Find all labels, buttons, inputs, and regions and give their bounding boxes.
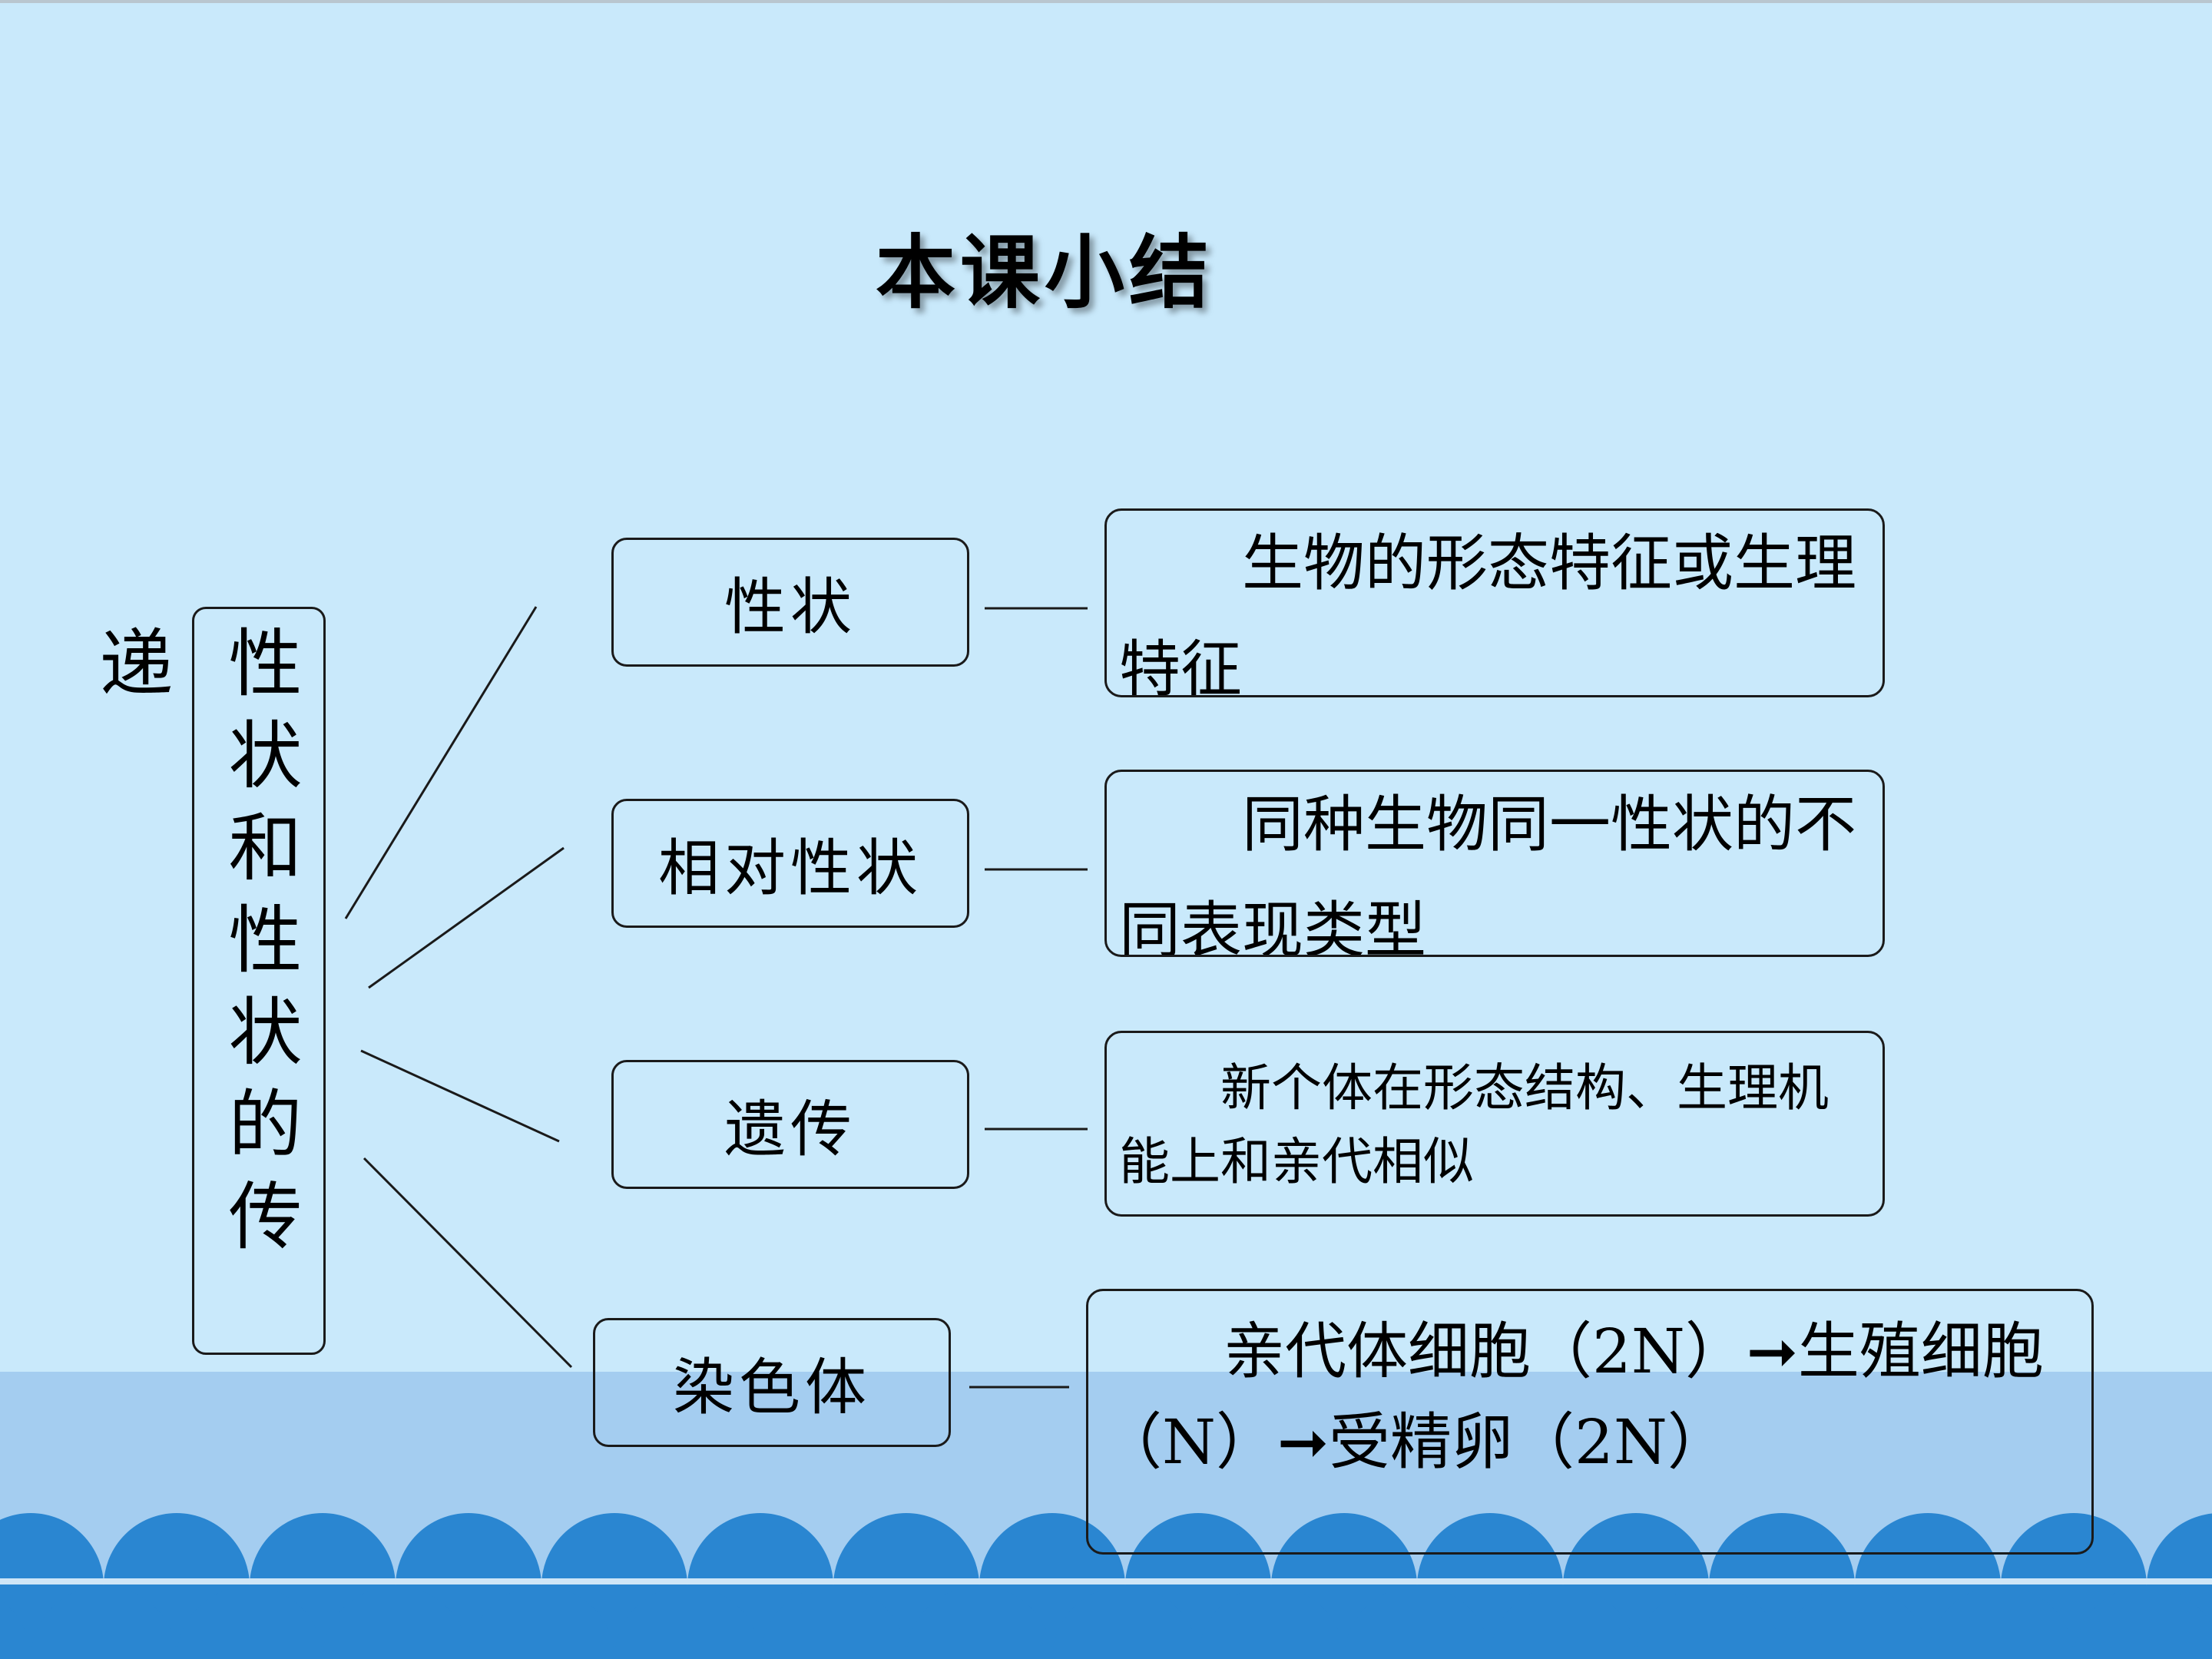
branch-line-4 xyxy=(363,1157,573,1369)
concept-label: 染色体 xyxy=(673,1352,871,1423)
definition-text: 同种生物同一性状的不同表现类型 xyxy=(1119,789,1856,957)
concept-label: 相对性状 xyxy=(658,833,922,904)
definition-box-relative-trait: 同种生物同一性状的不同表现类型 xyxy=(1104,770,1885,957)
branch-line-2 xyxy=(368,846,565,989)
definition-text: 新个体在形态结构、生理机能上和亲代相似 xyxy=(1119,1058,1829,1191)
definition-text: 亲代体细胞（2N）➞生殖细胞（N）➞受精卵（2N） xyxy=(1101,1316,2044,1478)
concept-box-heredity: 遗传 xyxy=(611,1060,969,1189)
definition-box-trait: 生物的形态特征或生理特征 xyxy=(1104,508,1885,697)
concept-box-chromosome: 染色体 xyxy=(593,1318,951,1447)
definition-text: 生物的形态特征或生理特征 xyxy=(1119,528,1856,697)
root-concept-box: 性状和性状的传递 xyxy=(87,607,326,1355)
wave-decoration xyxy=(0,1513,2212,1659)
concept-label: 性状 xyxy=(724,571,856,643)
page-title: 本课小结 xyxy=(875,225,1214,320)
definition-box-chromosome: 亲代体细胞（2N）➞生殖细胞（N）➞受精卵（2N） xyxy=(1086,1289,2094,1555)
concept-box-relative-trait: 相对性状 xyxy=(611,799,969,928)
top-border xyxy=(0,0,2212,3)
concept-label: 遗传 xyxy=(724,1094,856,1165)
branch-line-3 xyxy=(360,1049,560,1143)
root-concept-label: 性状和性状的传递 xyxy=(87,624,302,1270)
concept-box-trait: 性状 xyxy=(611,538,969,667)
definition-box-heredity: 新个体在形态结构、生理机能上和亲代相似 xyxy=(1104,1031,1885,1217)
branch-line-1 xyxy=(344,606,538,919)
